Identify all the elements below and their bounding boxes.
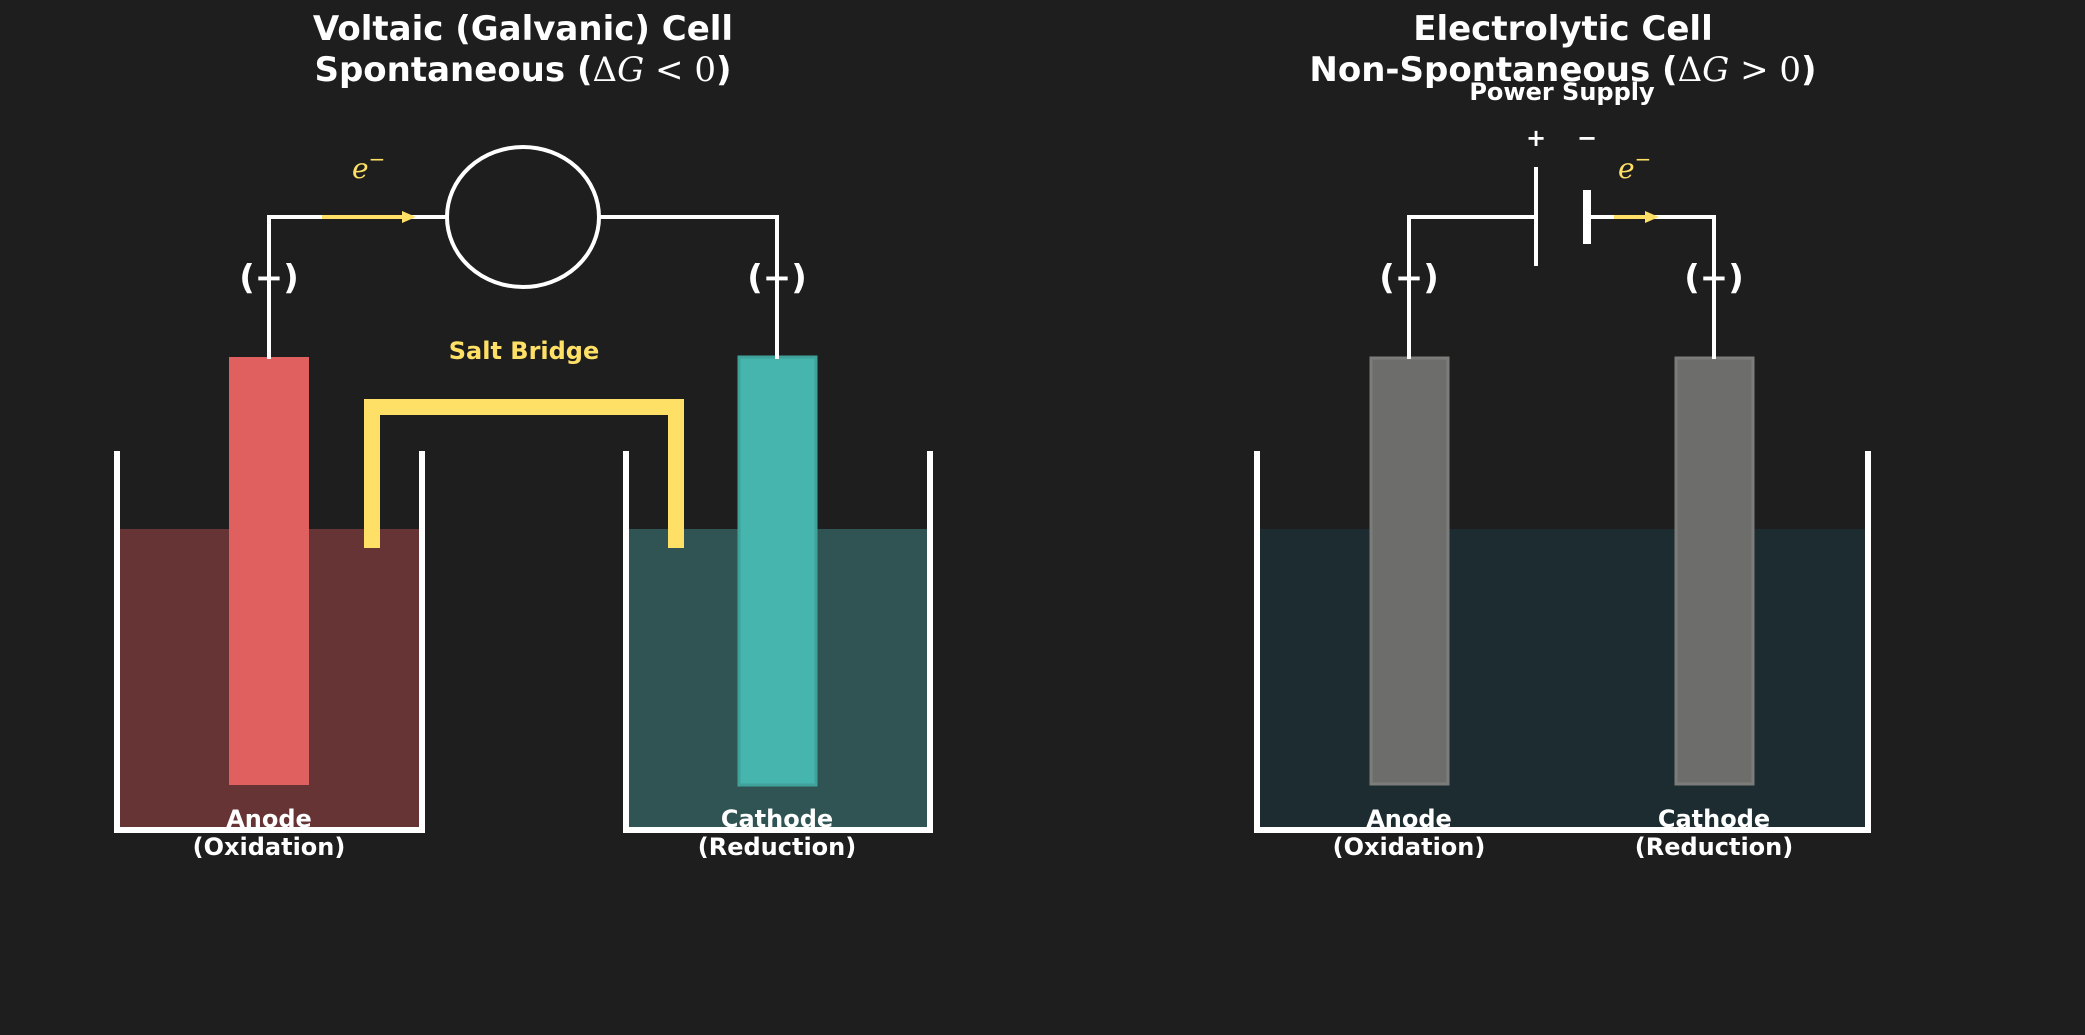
electrolytic-cell: Electrolytic Cell Non-Spontaneous (ΔG > … <box>1254 9 1871 861</box>
electrolytic-solution <box>1259 529 1867 829</box>
electrolytic-electron-arrowhead <box>1645 211 1659 223</box>
electrolytic-cathode-sign: (−) <box>1684 258 1744 298</box>
voltaic-cell: Voltaic (Galvanic) Cell Spontaneous (ΔG … <box>114 9 933 861</box>
voltaic-title-line2: Spontaneous (ΔG < 0) <box>314 50 731 90</box>
electrolytic-cathode-label: Cathode <box>1658 805 1770 833</box>
salt-bridge-label: Salt Bridge <box>449 337 600 365</box>
voltaic-cathode-sign: (+) <box>747 258 807 298</box>
cathode-electrode <box>737 355 818 787</box>
cathode-beaker <box>623 451 933 833</box>
electrolytic-anode-sublabel: (Oxidation) <box>1333 833 1486 861</box>
voltaic-cathode-sublabel: (Reduction) <box>698 833 856 861</box>
voltaic-anode-sign: (−) <box>239 258 299 298</box>
salt-bridge <box>364 399 684 548</box>
voltaic-title-line1: Voltaic (Galvanic) Cell <box>313 9 733 49</box>
power-supply-label: Power Supply <box>1469 78 1655 106</box>
anode-beaker <box>114 451 425 833</box>
electrolytic-cathode-sublabel: (Reduction) <box>1635 833 1793 861</box>
voltaic-electron-arrowhead <box>402 211 416 223</box>
electrolytic-cathode-electrode <box>1674 356 1755 786</box>
battery-plus-sign: + <box>1526 124 1546 152</box>
voltmeter <box>445 145 601 289</box>
voltaic-wire-right <box>599 215 779 359</box>
electrolytic-anode-label: Anode <box>1366 805 1452 833</box>
voltaic-cathode-label: Cathode <box>721 805 833 833</box>
voltaic-anode-label: Anode <box>226 805 312 833</box>
voltaic-anode-sublabel: (Oxidation) <box>193 833 346 861</box>
electrolytic-electron-label: e− <box>1618 147 1651 185</box>
voltaic-electron-label: e− <box>352 147 385 185</box>
electrolytic-anode-electrode <box>1369 356 1450 786</box>
electrolytic-wire-left <box>1407 215 1536 359</box>
electrolytic-beaker <box>1254 451 1871 833</box>
electrolytic-title-line1: Electrolytic Cell <box>1413 9 1713 49</box>
electrolytic-title-line2: Non-Spontaneous (ΔG > 0) <box>1309 50 1816 90</box>
anode-electrode <box>229 357 309 785</box>
electrolytic-anode-sign: (+) <box>1379 258 1439 298</box>
battery-minus-sign: − <box>1577 124 1597 152</box>
